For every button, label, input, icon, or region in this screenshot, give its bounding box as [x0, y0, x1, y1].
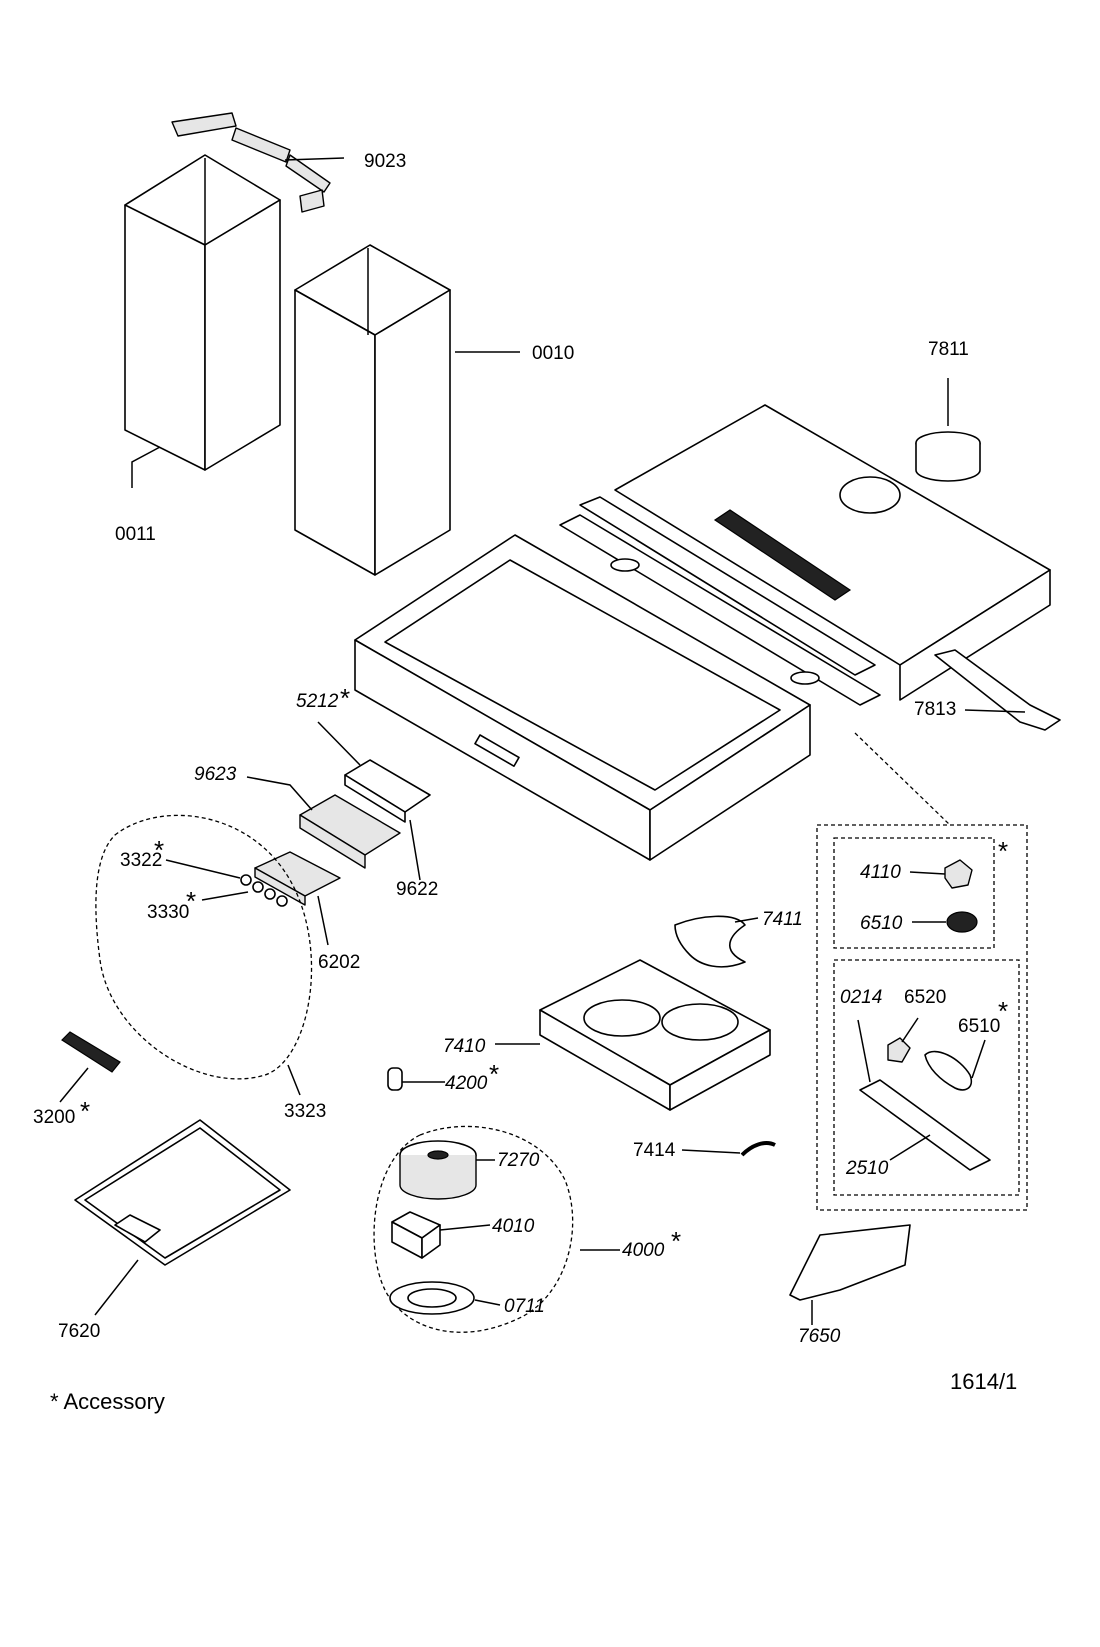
label-3323: 3323 [284, 1101, 326, 1122]
asterisk-4000: * [671, 1226, 681, 1256]
label-9623: 9623 [194, 764, 237, 785]
accessory-legend: * Accessory [50, 1389, 165, 1414]
part-7650-deflector [789, 1224, 911, 1325]
asterisk-lamp-box: * [998, 996, 1008, 1026]
group-4000-outline [373, 1125, 574, 1333]
part-top-plate [614, 404, 1051, 701]
label-0711: 0711 [504, 1296, 545, 1317]
part-9023-bracket [171, 112, 345, 213]
label-9023: 9023 [364, 151, 406, 172]
label-7270: 7270 [497, 1150, 540, 1171]
label-7411: 7411 [762, 909, 803, 930]
part-7270-impeller [399, 1140, 495, 1200]
label-6520: 6520 [904, 987, 946, 1008]
label-7410: 7410 [443, 1036, 486, 1057]
label-3322: 3322 [120, 850, 162, 871]
asterisk-switch-box: * [998, 836, 1008, 866]
part-0711-base [389, 1281, 501, 1315]
part-4110-switch [909, 859, 973, 889]
part-3200-switch [59, 1031, 121, 1103]
part-hood-body [354, 534, 811, 861]
label-4200: 4200 [445, 1073, 488, 1094]
label-4110: 4110 [860, 862, 901, 883]
asterisk-4200: * [489, 1059, 499, 1089]
leader-3323 [287, 1064, 301, 1096]
label-0011: 0011 [115, 524, 156, 545]
leader-9622 [409, 819, 421, 881]
asterisk-3200: * [80, 1096, 90, 1126]
part-4200-capacitor [387, 1067, 445, 1091]
part-7620-filter [74, 1119, 291, 1316]
asterisk-3322: * [154, 835, 164, 865]
label-9622: 9622 [396, 879, 438, 900]
diagram-code: 1614/1 [950, 1369, 1017, 1394]
label-7813: 7813 [914, 699, 956, 720]
part-9623-housing [246, 776, 401, 869]
label-4000: 4000 [622, 1240, 665, 1261]
accessory-leader [854, 732, 951, 826]
group-3323-outline [95, 814, 313, 1080]
part-0010-chimney [294, 244, 520, 576]
accessory-box-switch [833, 837, 995, 949]
part-6510-knob [912, 911, 978, 933]
label-4010: 4010 [492, 1216, 535, 1237]
label-7620: 7620 [58, 1321, 100, 1342]
part-0011-chimney [124, 154, 281, 488]
accessory-box-lamp [833, 959, 1020, 1196]
part-0214-lampholder [857, 1019, 991, 1171]
part-6520-socket [887, 1017, 919, 1063]
labels: 9023 0010 0011 7811 7813 5212 * 9623 962… [33, 151, 1008, 1347]
label-2510: 2510 [845, 1158, 889, 1179]
leader-2510 [889, 1134, 931, 1161]
part-7411-cover [674, 915, 759, 968]
part-7811-collar [915, 378, 981, 482]
part-7813-strip [934, 649, 1061, 731]
label-0010: 0010 [532, 343, 574, 364]
part-7414-cable [681, 1141, 776, 1157]
part-5212-board [317, 721, 431, 823]
label-6202: 6202 [318, 952, 360, 973]
label-7414: 7414 [633, 1140, 676, 1161]
label-0214: 0214 [840, 987, 882, 1008]
label-6510-knob: 6510 [860, 913, 903, 934]
part-rails [559, 496, 881, 706]
asterisk-5212: * [340, 683, 350, 713]
part-7410-fan-housing [495, 959, 771, 1111]
label-7811: 7811 [928, 339, 969, 360]
asterisk-3330: * [186, 886, 196, 916]
part-6202-switch [165, 851, 341, 946]
label-5212: 5212 [296, 691, 339, 712]
part-6510-bulb [924, 1039, 986, 1091]
label-3200: 3200 [33, 1107, 75, 1128]
label-6510-bulb: 6510 [958, 1016, 1000, 1037]
label-7650: 7650 [798, 1326, 841, 1347]
part-4010-motor [391, 1211, 491, 1259]
accessory-box-outer [816, 824, 1028, 1211]
label-3330: 3330 [147, 902, 189, 923]
